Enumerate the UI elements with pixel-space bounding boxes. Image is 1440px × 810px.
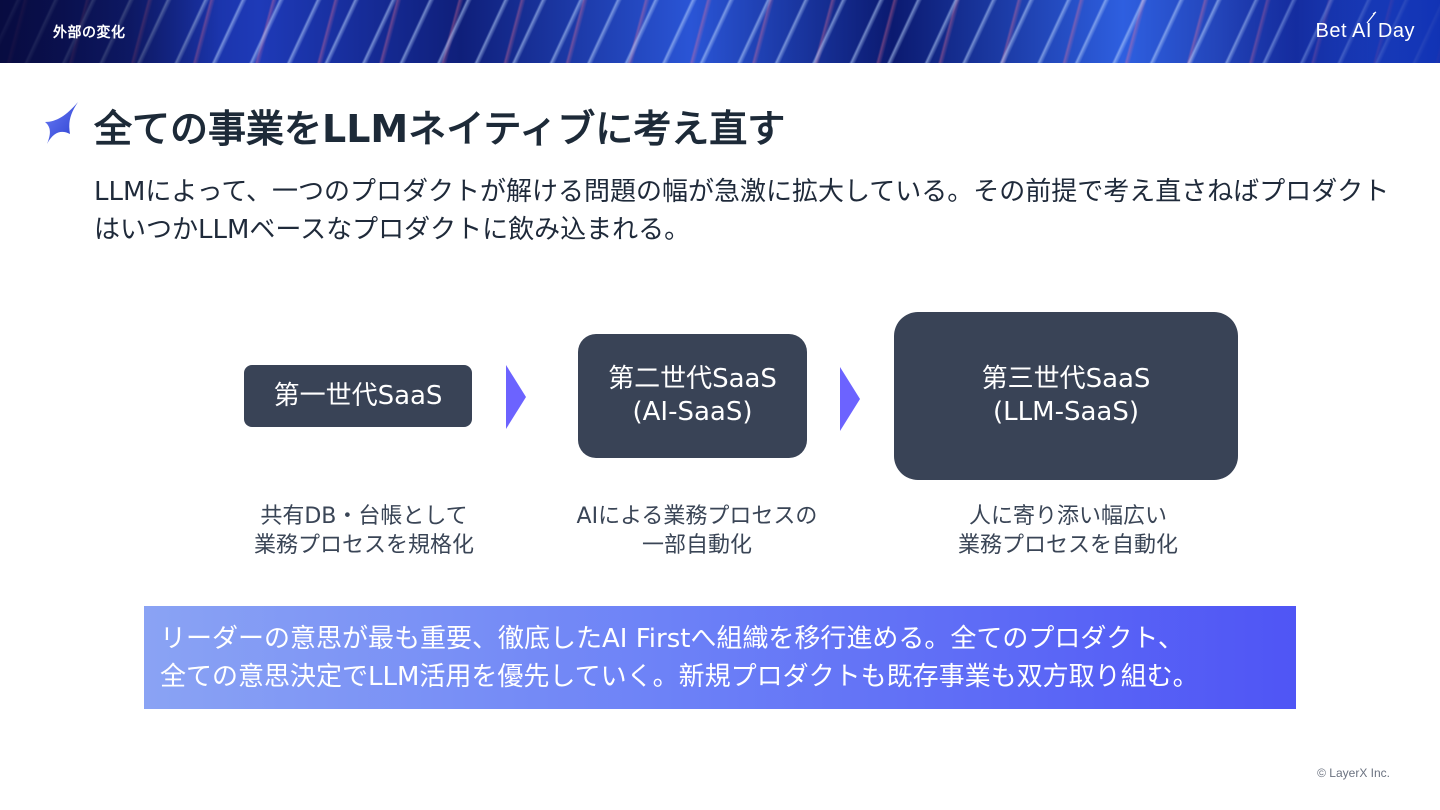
callout-line: 全ての意思決定でLLM活用を優先していく。新規プロダクトも既存事業も双方取り組む…	[160, 662, 1199, 692]
description-line: AIによる業務プロセスの	[576, 504, 818, 529]
description-line: 人に寄り添い幅広い	[968, 504, 1167, 529]
generation-box-third: 第三世代SaaS (LLM-SaaS)	[894, 312, 1238, 480]
generation-title: 第二世代SaaS	[608, 364, 777, 394]
description-line: 共有DB・台帳として	[260, 504, 468, 529]
generation-box-first: 第一世代SaaS	[244, 365, 472, 427]
description-line: 業務プロセスを規格化	[253, 533, 474, 558]
chevron-right-icon	[840, 367, 860, 431]
banner-left-fade	[0, 0, 220, 63]
banner-right-fade	[1220, 0, 1440, 63]
section-label: 外部の変化	[53, 25, 126, 41]
callout-line: リーダーの意思が最も重要、徹底したAI Firstへ組織を移行進める。全てのプロ…	[160, 624, 1184, 654]
spark-icon	[1366, 11, 1377, 24]
generation-description-second: AIによる業務プロセスの 一部自動化	[548, 502, 846, 560]
callout-box: リーダーの意思が最も重要、徹底したAI Firstへ組織を移行進める。全てのプロ…	[144, 606, 1296, 709]
generation-title: 第一世代SaaS	[273, 380, 443, 411]
header-banner: 外部の変化 Bet AI Day	[0, 0, 1440, 63]
generation-box-second: 第二世代SaaS (AI-SaaS)	[578, 334, 807, 458]
chevron-right-icon	[506, 365, 526, 429]
page-title: 全ての事業をLLMネイティブに考え直す	[94, 107, 786, 151]
generation-subtitle: (LLM-SaaS)	[993, 397, 1139, 427]
generation-title: 第三世代SaaS	[981, 364, 1151, 394]
copyright: © LayerX Inc.	[1317, 766, 1390, 780]
generation-subtitle: (AI-SaaS)	[632, 397, 753, 427]
generation-description-first: 共有DB・台帳として 業務プロセスを規格化	[230, 502, 498, 560]
generation-description-third: 人に寄り添い幅広い 業務プロセスを自動化	[920, 502, 1216, 560]
description-line: 業務プロセスを自動化	[957, 533, 1178, 558]
sparkle-star-icon	[45, 102, 78, 144]
brand-logo: Bet AI Day	[1315, 20, 1415, 42]
description-line: 一部自動化	[641, 533, 752, 558]
lead-paragraph: LLMによって、一つのプロダクトが解ける問題の幅が急激に拡大している。その前提で…	[94, 177, 1390, 245]
